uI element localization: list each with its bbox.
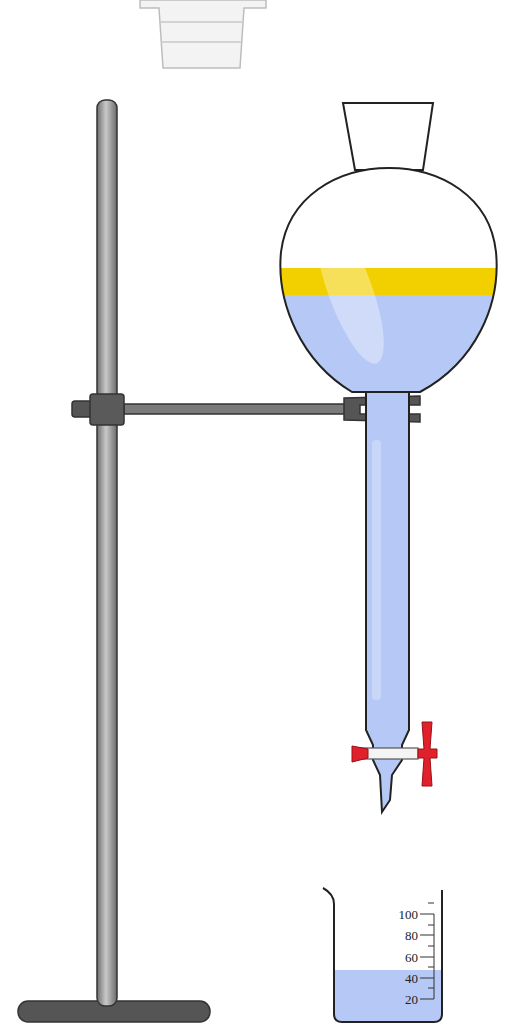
- graduation-label: 20: [405, 993, 418, 1006]
- ring-stand: [18, 100, 210, 1022]
- graduation-label: 80: [405, 929, 418, 942]
- graduation-label: 100: [399, 908, 419, 921]
- separatory-funnel: [270, 103, 510, 812]
- graduation-label: 40: [405, 972, 418, 985]
- beaker: [320, 888, 450, 1024]
- graduation-label: 60: [405, 951, 418, 964]
- loose-stopper: [140, 0, 266, 68]
